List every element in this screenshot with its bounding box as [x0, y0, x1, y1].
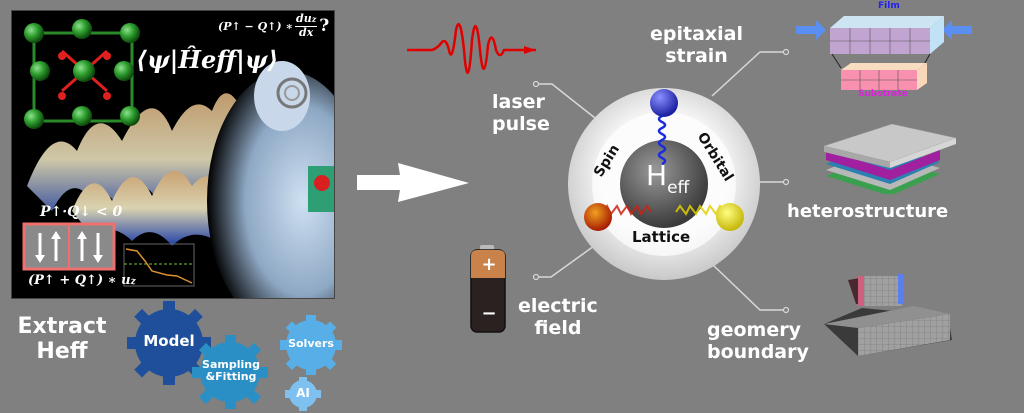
extract-label-line1: Extract: [17, 314, 107, 339]
equation-middle: P↑·Q↓ < 0: [40, 204, 123, 220]
gear-ai-label: AI: [296, 386, 310, 400]
film-label: Film: [878, 1, 900, 11]
gear-sampling-line1: Sampling: [202, 358, 260, 371]
crystal-structure: [24, 19, 140, 129]
gear-sampling-line2: &Fitting: [205, 370, 257, 384]
heff-coupling-diagram: [568, 88, 760, 280]
electric-label-line2: field: [534, 316, 582, 339]
laser-label-line1: laser: [492, 91, 545, 113]
heterostructure-icon: [823, 124, 957, 194]
convergence-plot: [123, 243, 195, 287]
bra-ket-expression: ⟨ψ|Ĥeff|ψ⟩: [136, 45, 279, 74]
equation-fraction-denominator: dx: [299, 25, 314, 39]
gear-ai-icon: [285, 377, 321, 411]
orbital-ball: [716, 203, 744, 231]
gear-sampling-icon: [192, 335, 268, 409]
left-illustration-panel: ⟨ψ|Ĥeff|ψ⟩ (P↑ − Q↑) ∗ duz dx ? P↑·Q↓ < …: [11, 10, 335, 299]
spin-ball: [650, 89, 678, 117]
battery-icon: [470, 245, 506, 333]
extract-heff-label: Extract Heff: [16, 314, 108, 365]
strain-label-line2: strain: [665, 44, 728, 67]
equation-top: (P↑ − Q↑) ∗ duz dx ?: [218, 12, 330, 39]
geometry-label-line1: geomery: [707, 319, 801, 341]
gear-sampling-label: Sampling&Fitting: [199, 358, 263, 384]
battery-plus: +: [481, 254, 497, 275]
gear-model-label: Model: [143, 332, 195, 350]
flow-arrow-icon: [357, 163, 469, 202]
heterostructure-label: heterostructure: [787, 201, 949, 222]
geometry-label-line2: boundary: [707, 340, 809, 363]
equation-top-left: (P↑ − Q↑) ∗: [218, 19, 294, 33]
laser-label-line2: pulse: [492, 112, 550, 135]
heff-core: [620, 140, 708, 228]
extract-label-line2: Heff: [36, 339, 88, 365]
lattice-ball: [584, 203, 612, 231]
equation-fraction-numerator: duz: [295, 12, 318, 27]
gears-graphic: [127, 301, 342, 411]
epitaxial-strain-icon: [796, 16, 972, 90]
panel-artwork: [22, 19, 334, 298]
substrate-label: Substrate: [858, 89, 908, 99]
equation-question-mark: ?: [319, 16, 330, 37]
electric-label-line1: electric: [518, 295, 598, 317]
equation-bottom: (P↑ + Q↑) ∗ uz: [28, 273, 136, 288]
heff-core-label: Heff: [646, 159, 690, 198]
battery-minus: −: [481, 303, 497, 324]
robot-illustration: [207, 61, 334, 298]
equation-fraction: duz dx: [295, 12, 318, 39]
connector-laser: [536, 83, 596, 119]
polarization-arrows: [35, 231, 103, 263]
gear-solvers-label: Solvers: [288, 337, 334, 350]
strain-label-line1: epitaxial: [650, 23, 744, 45]
connector-strain: [711, 51, 786, 97]
lattice-label: Lattice: [632, 228, 691, 246]
spin-spring: [657, 108, 667, 166]
geometry-boundary-icon: [824, 274, 952, 356]
connector-electric: [536, 245, 595, 278]
connector-geometry: [712, 264, 786, 311]
laser-pulse-icon: [407, 23, 536, 74]
